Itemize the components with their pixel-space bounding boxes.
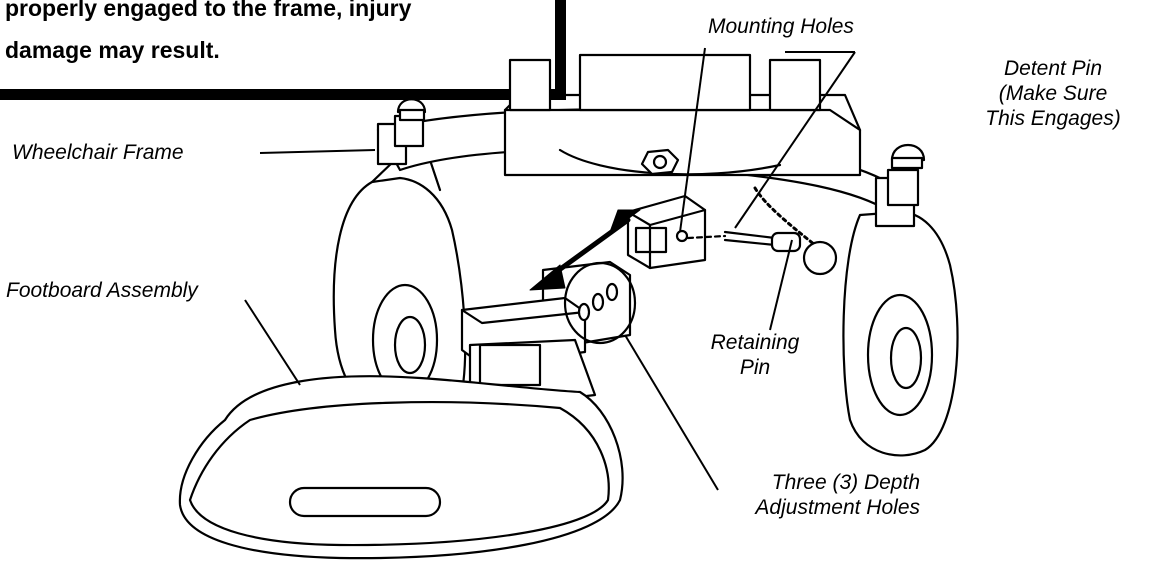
detent-pin-assembly <box>686 186 838 276</box>
label-detent-pin-line-1: Detent Pin <box>1003 57 1103 80</box>
label-retaining-pin-line-2: Pin <box>739 356 771 380</box>
label-detent-pin-line-2: (Make Sure <box>998 82 1108 106</box>
label-depth-holes-line-1: Three (3) Depth <box>771 471 920 494</box>
leader-lines <box>244 47 856 491</box>
leader-footboard <box>244 299 301 386</box>
label-wheelchair-frame: Wheelchair Frame <box>12 141 184 164</box>
mounting-bracket <box>503 53 862 177</box>
right-caster-wheel <box>842 210 959 457</box>
warning-box: properly engaged to the frame, injury da… <box>0 0 558 92</box>
label-detent-pin-line-3: This Engages) <box>985 107 1121 131</box>
label-depth-holes-line-2: Adjustment Holes <box>755 496 920 520</box>
leader-depth-holes <box>624 334 719 491</box>
footboard-assembly <box>178 260 637 560</box>
left-cap-nut <box>376 98 427 166</box>
warning-line-1: properly engaged to the frame, injury <box>5 0 412 21</box>
label-retaining-pin: Retaining Pin <box>680 330 830 380</box>
leader-detent-pin <box>734 51 856 229</box>
right-cap-nut <box>874 144 926 228</box>
label-mounting-holes: Mounting Holes <box>708 15 854 38</box>
label-detent-pin: Detent Pin (Make Sure This Engages) <box>968 56 1138 132</box>
leader-retaining-pin <box>769 239 793 331</box>
receiver-tube <box>626 194 707 270</box>
leader-mounting-holes <box>679 47 706 233</box>
label-depth-holes: Three (3) Depth Adjustment Holes <box>700 470 920 520</box>
label-retaining-pin-line-1: Retaining <box>710 331 800 354</box>
leader-wheelchair-frame <box>259 149 376 154</box>
warning-line-2: damage may result. <box>5 37 220 63</box>
label-footboard-assembly: Footboard Assembly <box>6 279 198 302</box>
adjustment-arrow <box>529 209 641 291</box>
